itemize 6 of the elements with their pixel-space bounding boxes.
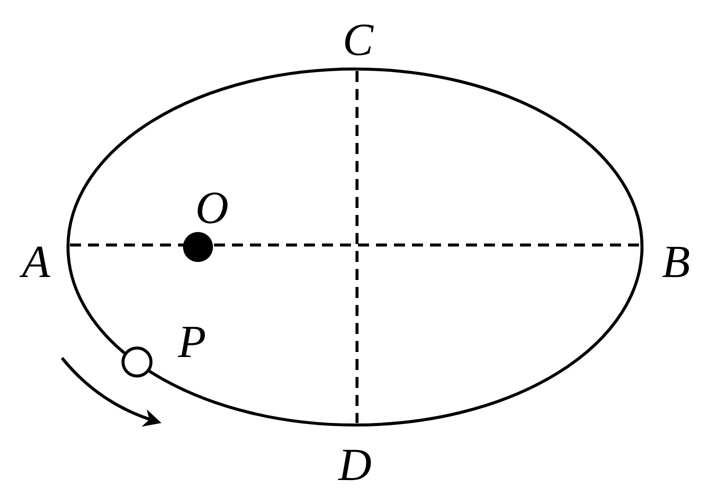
point-label: O xyxy=(195,185,229,231)
point-label: C xyxy=(342,17,374,63)
point-label: D xyxy=(338,442,372,488)
point-label: B xyxy=(662,239,690,285)
point-label: P xyxy=(178,319,206,365)
point-label: A xyxy=(22,239,50,285)
